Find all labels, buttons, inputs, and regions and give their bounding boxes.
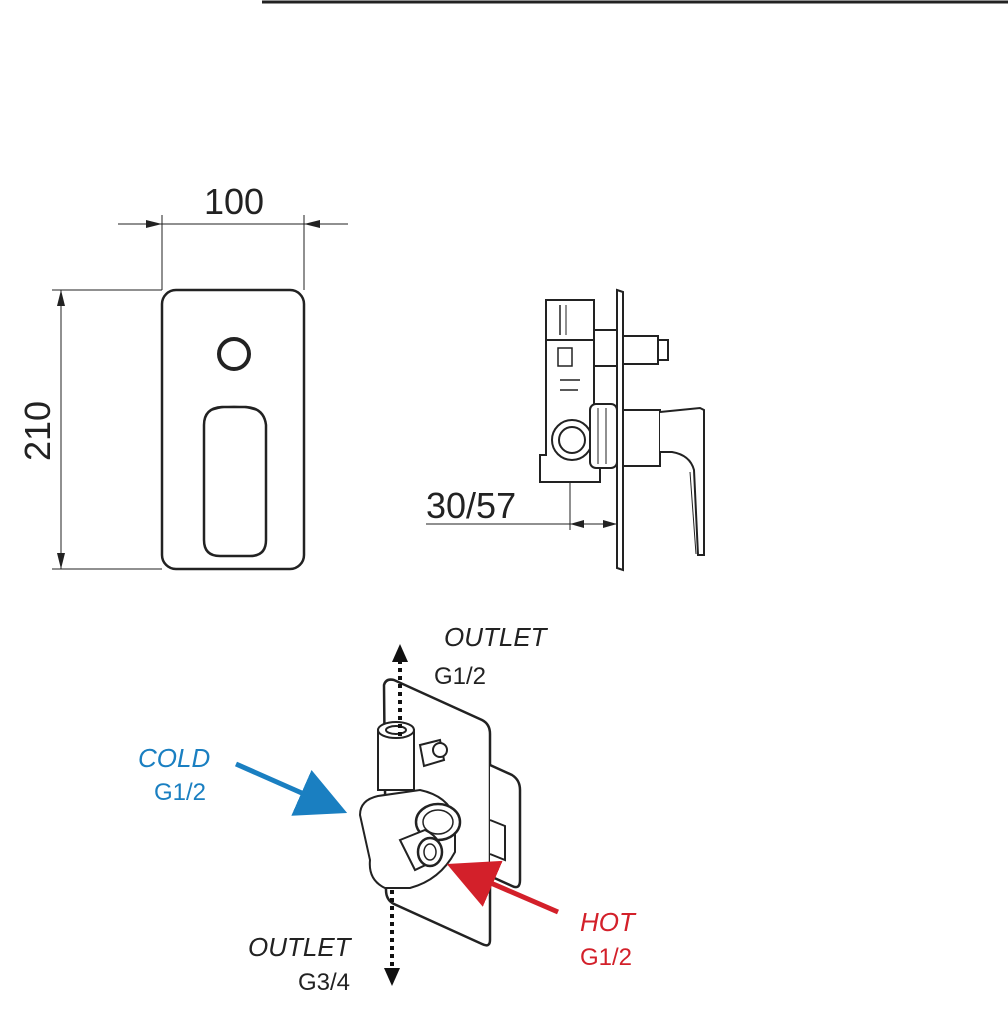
cold-arrow	[234, 761, 348, 816]
width-dimension: 100	[204, 181, 264, 222]
outlet-top-label: OUTLET	[444, 622, 549, 652]
isometric-view	[234, 644, 559, 986]
hot-size: G1/2	[580, 944, 632, 971]
side-view: 30/57	[426, 288, 705, 572]
cold-size: G1/2	[154, 779, 206, 806]
depth-dimension: 30/57	[426, 485, 516, 526]
outlet-bottom-label: OUTLET	[248, 932, 353, 962]
hot-arrow	[446, 860, 559, 915]
hot-label: HOT	[580, 907, 637, 937]
height-dimension: 210	[17, 401, 58, 461]
lever-handle	[202, 405, 268, 558]
outlet-top-size: G1/2	[434, 663, 486, 690]
diverter-knob	[217, 337, 251, 371]
cold-label: COLD	[138, 743, 210, 773]
outlet-bottom-size: G3/4	[298, 969, 350, 996]
front-view: 100 210	[17, 181, 348, 571]
